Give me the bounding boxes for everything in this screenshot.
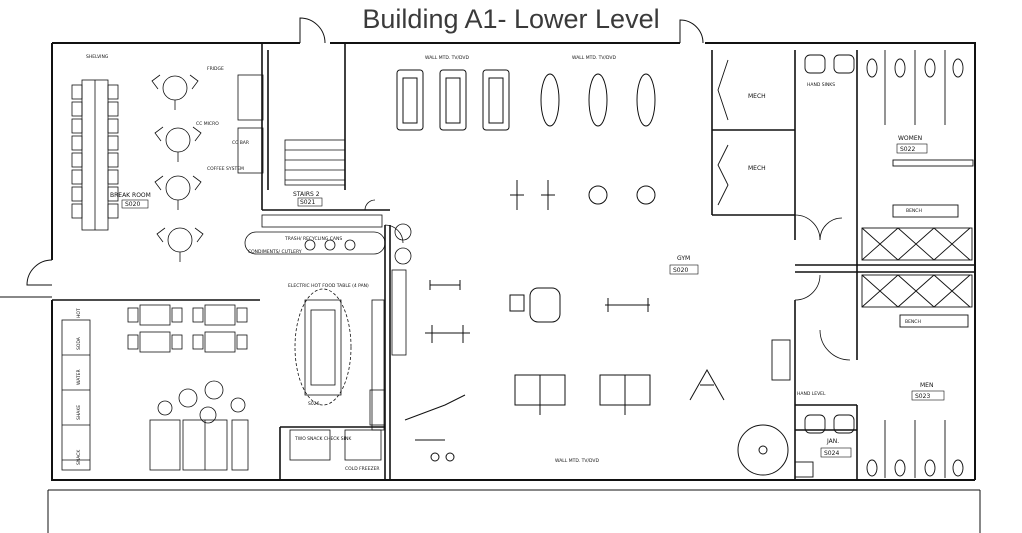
note-wall-tv-bottom: WALL MTD. TV/DVD: [555, 458, 599, 464]
note-trash: TRASH/ RECYCLING CANS: [284, 236, 342, 242]
annotations: WALL MTD. TV/DVD WALL MTD. TV/DVD WALL M…: [76, 54, 922, 472]
room-number-jan: S024: [824, 450, 839, 457]
exterior-walls: [0, 42, 981, 533]
room-number-boxes: [121, 143, 945, 458]
note-bench-men: BENCH: [905, 319, 921, 325]
room-number-break: S020: [125, 201, 140, 208]
room-number-men: S023: [915, 393, 930, 400]
note-coffee-system: COFFEE SYSTEM: [207, 166, 244, 172]
note-cc-bar: CC BAR: [232, 140, 249, 146]
room-name-break: BREAK ROOM: [110, 192, 151, 199]
note-wall-tv-top-right: WALL MTD. TV/DVD: [572, 55, 616, 61]
note-hand-sinks: HAND SINKS: [807, 82, 835, 88]
room-name-men: MEN: [920, 382, 933, 389]
room-number-storage: S026: [308, 401, 320, 407]
room-name-mech-lower: MECH: [748, 165, 766, 172]
note-cc-micro: CC MICRO: [196, 121, 219, 127]
restroom-fixtures: [717, 50, 974, 478]
vending-label-water: WATER: [76, 369, 82, 385]
note-cold-freezer: COLD FREEZER: [345, 466, 380, 472]
note-condiments: CONDIMENTS/ CUTLERY: [248, 249, 302, 255]
vending-label-shake: SHAKE: [76, 405, 82, 420]
note-shelving: SHELVING: [86, 54, 109, 60]
room-name-mech-upper: MECH: [748, 93, 766, 100]
note-bench-women: BENCH: [906, 208, 922, 214]
room-number-stairs: S021: [300, 199, 315, 206]
note-electric-table: ELECTRIC HOT FOOD TABLE (4 PAN): [288, 283, 369, 289]
exterior-doors: [26, 17, 704, 286]
note-wall-tv-top-left: WALL MTD. TV/DVD: [425, 55, 469, 61]
room-name-gym: GYM: [677, 255, 690, 262]
note-fridge: FRIDGE: [207, 66, 224, 72]
room-name-women: WOMEN: [898, 135, 922, 142]
floor-plan-title: Building A1- Lower Level: [362, 4, 660, 34]
gym-equipment: [396, 69, 789, 476]
note-snack-rack: TWO SNACK CHECK SINK: [294, 436, 352, 442]
room-name-jan: JAN.: [826, 438, 839, 445]
room-name-stairs: STAIRS 2: [293, 191, 320, 198]
vending-label-soda: SODA: [76, 336, 82, 350]
room-number-gym: S020: [673, 267, 688, 274]
room-number-women: S022: [900, 146, 915, 153]
note-hand-level: HAND LEVEL: [797, 391, 826, 397]
vending-label-hot: HOT: [76, 308, 82, 318]
interior-walls: [52, 43, 975, 480]
interior-doors: [364, 199, 851, 361]
room-labels: BREAK ROOM S020 STAIRS 2 S021 GYM S020 W…: [110, 93, 933, 457]
break-room-furniture: [61, 74, 412, 471]
vending-label-snack: SNACK: [76, 449, 82, 465]
